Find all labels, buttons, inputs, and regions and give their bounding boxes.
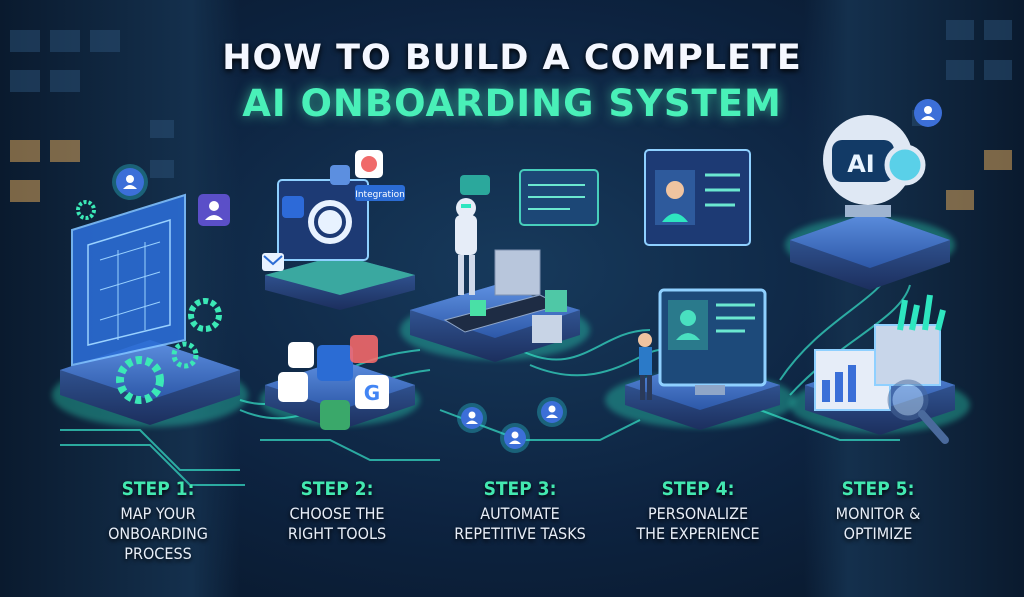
gear-icon xyxy=(76,200,96,220)
user-avatar-icon xyxy=(500,423,530,453)
step-2-platform: Integration G xyxy=(260,150,420,430)
step-line: ONBOARDING xyxy=(108,524,208,543)
integration-tag: Integration xyxy=(355,190,405,200)
user-card-icon xyxy=(198,194,230,226)
step-number: STEP 2: xyxy=(300,478,374,500)
circuit-lines xyxy=(60,269,911,486)
step-line: OPTIMIZE xyxy=(843,524,913,543)
step-line: RIGHT TOOLS xyxy=(287,524,387,543)
step-1-platform xyxy=(52,193,248,427)
city-buildings-left xyxy=(0,0,240,597)
step-1-caption: STEP 1: MAP YOUR ONBOARDING PROCESS xyxy=(58,478,258,564)
step-line: MONITOR & xyxy=(835,504,921,523)
user-avatar-icon xyxy=(457,403,487,433)
step-2-caption: STEP 2: CHOOSE THE RIGHT TOOLS xyxy=(237,478,437,544)
headline-line-2: AI ONBOARDING SYSTEM xyxy=(242,82,782,125)
step-number: STEP 5: xyxy=(841,478,915,500)
user-icon xyxy=(914,99,942,127)
ai-badge: AI xyxy=(847,150,875,178)
step-5-caption: STEP 5: MONITOR & OPTIMIZE xyxy=(778,478,978,544)
step-5-platform xyxy=(790,294,970,444)
step-line: PERSONALIZE xyxy=(647,504,749,523)
step-line: PROCESS xyxy=(124,544,192,563)
ai-robot-head: AI xyxy=(785,115,955,290)
step-line: REPETITIVE TASKS xyxy=(454,524,586,543)
step-number: STEP 1: xyxy=(121,478,195,500)
headline-line-1: HOW TO BUILD A COMPLETE xyxy=(222,38,802,78)
step-3-caption: STEP 3: AUTOMATE REPETITIVE TASKS xyxy=(420,478,620,544)
svg-text:G: G xyxy=(364,381,380,405)
step-3-platform xyxy=(400,169,599,362)
step-line: AUTOMATE xyxy=(480,504,560,523)
user-avatar-icon xyxy=(537,397,567,427)
step-line: CHOOSE THE xyxy=(289,504,385,523)
step-4-platform xyxy=(605,149,795,430)
step-number: STEP 4: xyxy=(661,478,735,500)
step-line: MAP YOUR xyxy=(120,504,196,523)
step-line: THE EXPERIENCE xyxy=(636,524,760,543)
step-number: STEP 3: xyxy=(483,478,557,500)
user-icon xyxy=(112,164,148,200)
step-4-caption: STEP 4: PERSONALIZE THE EXPERIENCE xyxy=(598,478,798,544)
city-buildings-right xyxy=(804,0,1024,597)
